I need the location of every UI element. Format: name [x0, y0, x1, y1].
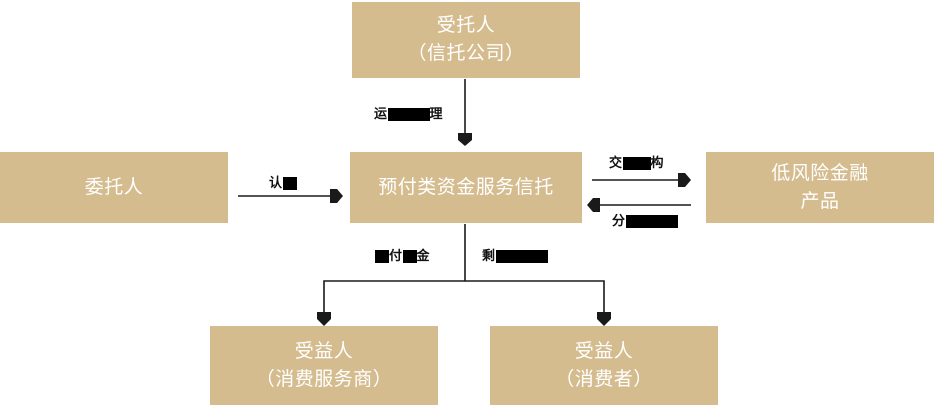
edge-label-residual: 剩: [482, 245, 548, 264]
node-beneficiary-consumer[interactable]: 受益人 （消费者）: [490, 326, 718, 405]
arrowhead-down-icon: [597, 312, 611, 326]
edge-label-prepay: 付金: [375, 245, 430, 264]
edge-label-residual-prefix: 剩: [482, 248, 496, 263]
connector-trust-to-lowrisk: [592, 173, 691, 187]
redaction-bar: [387, 108, 430, 122]
node-trustee[interactable]: 受托人 （信托公司）: [352, 2, 580, 78]
arrowhead-down-icon: [317, 312, 331, 326]
connector-trust-to-beneficiaries: [317, 224, 611, 326]
redaction-bar: [375, 250, 389, 264]
node-low-risk-financial-product[interactable]: 低风险金融 产品: [706, 152, 934, 223]
edge-label-trade: 交构: [609, 152, 664, 171]
redaction-bar: [622, 157, 651, 171]
edge-label-trade-prefix: 交: [609, 155, 623, 170]
arrowhead-right-icon: [678, 173, 691, 187]
arrowhead-down-icon: [458, 133, 472, 146]
edge-label-entrust: 运理: [374, 103, 443, 122]
edge-label-entrust-suffix: 理: [429, 106, 444, 121]
edge-label-entrust-prefix: 运: [374, 106, 388, 121]
arrowhead-left-icon: [587, 198, 600, 212]
edge-label-distribute-prefix: 分: [612, 213, 626, 228]
node-prepaid-fund-service-trust[interactable]: 预付类资金服务信托: [350, 152, 582, 223]
redaction-bar: [495, 250, 548, 264]
connector-settlor-to-trust: [238, 189, 343, 203]
edge-label-distribute: 分: [612, 210, 678, 229]
edge-label-prepay-suffix: 金: [416, 248, 431, 263]
edge-label-subscribe: 认: [269, 172, 297, 191]
redaction-bar: [282, 177, 297, 191]
node-settlor[interactable]: 委托人: [0, 152, 228, 223]
connector-trustee-to-trust: [458, 79, 472, 146]
redaction-bar: [625, 215, 678, 229]
edge-label-subscribe-prefix: 认: [269, 175, 283, 190]
edge-label-prepay-middle: 付: [389, 248, 403, 263]
node-beneficiary-merchant[interactable]: 受益人 （消费服务商）: [210, 326, 438, 405]
redaction-bar: [402, 250, 417, 264]
edge-label-trade-suffix: 构: [650, 155, 665, 170]
arrowhead-right-icon: [330, 189, 343, 203]
